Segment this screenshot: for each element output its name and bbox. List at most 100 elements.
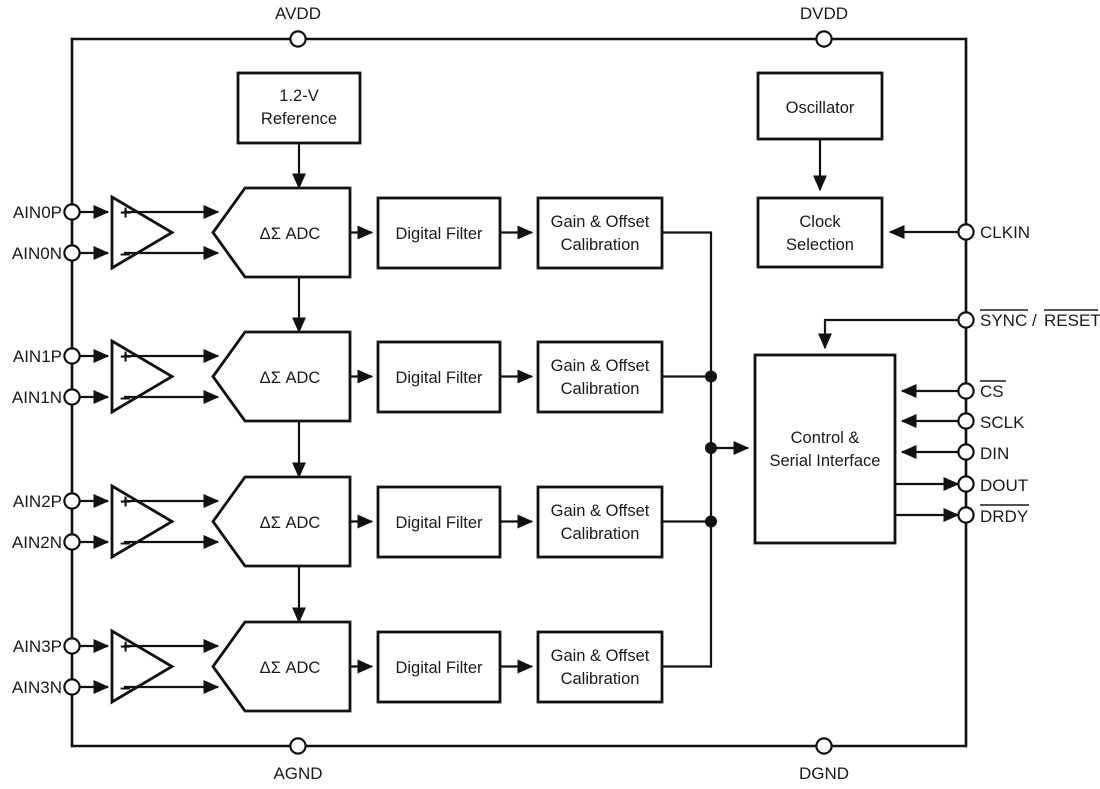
pin-ain3n-circle xyxy=(63,678,81,696)
digital-filter-3 xyxy=(376,630,502,704)
pin-ain2n-label: AIN2N xyxy=(12,533,62,552)
calibration-2-label-line1: Gain & Offset xyxy=(551,502,650,520)
digital-filter-2-label: Digital Filter xyxy=(395,514,483,532)
digital-filter-1-label: Digital Filter xyxy=(395,369,483,387)
pin-dout-circle xyxy=(957,475,975,493)
digital-filter-2 xyxy=(376,485,502,559)
clock-selection-label-line2: Selection xyxy=(786,236,854,254)
ground-pin-agnd: AGND xyxy=(273,737,323,783)
pin-dout-label: DOUT xyxy=(980,476,1028,495)
pin-dout: DOUT xyxy=(895,475,1028,495)
pga-2-minus-sign: – xyxy=(120,533,131,554)
calibration-2 xyxy=(536,485,664,559)
dvdd-label: DVDD xyxy=(800,4,848,23)
pin-drdy-label: DRDY xyxy=(980,507,1028,526)
pin-sclk-circle xyxy=(957,412,975,430)
pin-sync-reset: SYNC / RESET xyxy=(818,309,1100,350)
pin-cs-label: CS xyxy=(980,382,1004,401)
adc-0-label: ΔΣ ADC xyxy=(260,225,321,243)
pin-sync-label: SYNC xyxy=(980,311,1027,330)
calibration-1-label-line2: Calibration xyxy=(561,380,640,398)
pin-clkin-circle xyxy=(957,223,975,241)
cal-0-to-bus-wire xyxy=(662,231,713,448)
pga-1-plus-sign: + xyxy=(120,347,131,368)
calibration-0-label-line1: Gain & Offset xyxy=(551,213,650,231)
channel-1: AIN1P AIN1N + – ΔΣ ADC Digital Filter Ga… xyxy=(12,330,717,479)
pin-ain1p-label: AIN1P xyxy=(13,347,62,366)
pin-cs: CS xyxy=(900,380,1006,401)
pin-clkin: CLKIN xyxy=(888,223,1030,242)
pin-ain3p-label: AIN3P xyxy=(13,637,62,656)
pin-ain0p-circle xyxy=(63,203,81,221)
digital-filter-1 xyxy=(376,340,502,414)
pga-0-plus-sign: + xyxy=(120,203,131,224)
calibration-3-label-line2: Calibration xyxy=(561,670,640,688)
sync-reset-wire xyxy=(818,318,958,350)
supply-pin-avdd: AVDD xyxy=(275,4,321,48)
control-serial-interface-block: Control & Serial Interface xyxy=(753,353,897,545)
bus-junction-main xyxy=(705,442,717,454)
pin-ain0n-circle xyxy=(63,244,81,262)
pin-reset-label: RESET xyxy=(1044,311,1100,330)
reference-block: 1.2-V Reference xyxy=(236,71,362,190)
delta-sigma-adc-3 xyxy=(211,620,352,713)
pin-clkin-label: CLKIN xyxy=(980,223,1030,242)
avdd-label: AVDD xyxy=(275,4,321,23)
pin-din-label: DIN xyxy=(980,444,1009,463)
pin-ain1n-circle xyxy=(63,388,81,406)
digital-filter-3-label: Digital Filter xyxy=(395,659,483,677)
pin-ain1n-label: AIN1N xyxy=(12,388,62,407)
pin-sync-reset-circle xyxy=(957,311,975,329)
bus-junction-1 xyxy=(705,370,717,383)
adc-1-label: ΔΣ ADC xyxy=(260,369,321,387)
pga-1-minus-sign: – xyxy=(120,388,131,409)
control-label-line1: Control & xyxy=(791,429,860,447)
pin-ain2n-circle xyxy=(63,533,81,551)
calibration-1 xyxy=(536,340,664,414)
pga-amplifier-0 xyxy=(110,194,175,271)
pin-drdy: DRDY xyxy=(895,504,1029,526)
pin-drdy-circle xyxy=(957,506,975,524)
supply-pin-dvdd: DVDD xyxy=(800,4,848,48)
calibration-3-label-line1: Gain & Offset xyxy=(551,647,650,665)
clock-selection-label-line1: Clock xyxy=(799,213,841,231)
digital-filter-0 xyxy=(376,196,502,270)
calibration-0-label-line2: Calibration xyxy=(561,236,640,254)
adc-2-label: ΔΣ ADC xyxy=(260,514,321,532)
adc-3-label: ΔΣ ADC xyxy=(260,659,321,677)
pin-sclk-label: SCLK xyxy=(980,413,1025,432)
pin-ain1p-circle xyxy=(63,347,81,365)
pin-din: DIN xyxy=(900,443,1009,463)
pga-amplifier-2 xyxy=(110,483,175,560)
pin-separator-slash: / xyxy=(1032,311,1037,330)
reference-label-line1: 1.2-V xyxy=(279,87,318,105)
pin-ain2p-label: AIN2P xyxy=(13,492,62,511)
pga-3-plus-sign: + xyxy=(120,637,131,658)
pin-sclk: SCLK xyxy=(900,412,1025,432)
channel-0: AIN0P AIN0N + – ΔΣ ADC Digital Filter Ga… xyxy=(12,186,713,448)
digital-filter-0-label: Digital Filter xyxy=(395,225,483,243)
ground-pin-dgnd: DGND xyxy=(799,737,849,783)
pga-2-plus-sign: + xyxy=(120,492,131,513)
pin-ain2p-circle xyxy=(63,492,81,510)
pin-din-circle xyxy=(957,443,975,461)
calibration-2-label-line2: Calibration xyxy=(561,525,640,543)
delta-sigma-adc-2 xyxy=(211,475,352,568)
reference-label-line2: Reference xyxy=(261,110,337,128)
calibration-3 xyxy=(536,630,664,704)
dgnd-label: DGND xyxy=(799,764,849,783)
data-bus-to-control xyxy=(705,441,750,455)
channel-2: AIN2P AIN2N + – ΔΣ ADC Digital Filter Ga… xyxy=(12,475,717,624)
pin-ain3p-circle xyxy=(63,637,81,655)
clock-selection-block: Clock Selection xyxy=(756,196,884,269)
pga-amplifier-1 xyxy=(110,338,175,415)
pin-ain0p-label: AIN0P xyxy=(13,203,62,222)
channel-3: AIN3P AIN3N + – ΔΣ ADC Digital Filter Ga… xyxy=(12,448,713,713)
calibration-0 xyxy=(536,196,664,270)
pga-amplifier-3 xyxy=(110,628,175,705)
pin-ain3n-label: AIN3N xyxy=(12,678,62,697)
cal-3-to-bus-wire xyxy=(662,448,713,668)
pin-ain0n-label: AIN0N xyxy=(12,244,62,263)
